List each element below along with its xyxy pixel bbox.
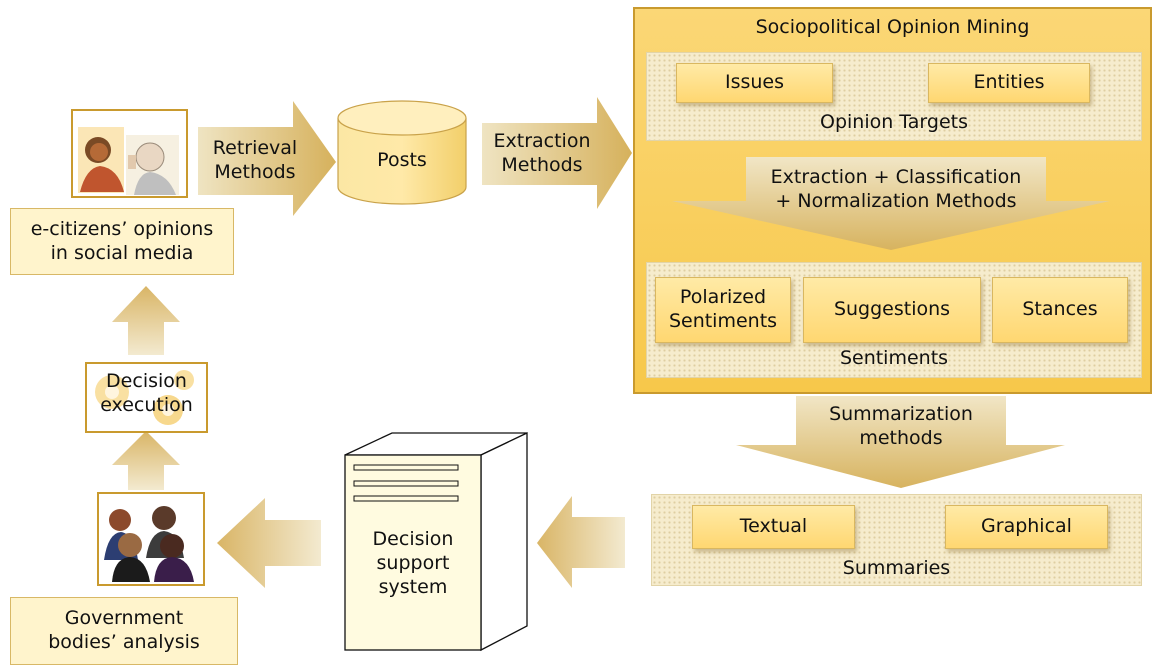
extraction-arrow — [482, 97, 632, 209]
decision-to-citizens-arrow — [112, 286, 180, 355]
citizens-image — [71, 109, 188, 198]
decision-execution-label: Decision execution — [100, 370, 193, 416]
graphical-item: Graphical — [945, 505, 1108, 549]
opinion-mining-title: Sociopolitical Opinion Mining — [755, 16, 1030, 39]
government-to-decision-arrow — [112, 431, 180, 490]
citizens-box — [10, 208, 234, 275]
posts-label: Posts — [377, 149, 427, 172]
summarization-methods-label: Summarization methods — [829, 403, 973, 449]
dss-to-government-arrow — [217, 498, 321, 588]
suggestions-item: Suggestions — [803, 277, 981, 343]
government-image — [97, 492, 205, 586]
summaries-label: Summaries — [842, 557, 951, 580]
server-icon — [344, 431, 528, 652]
summarization-arrow — [736, 396, 1065, 488]
opinion-targets-label: Opinion Targets — [819, 111, 968, 134]
retrieval-methods-label: Retrieval Methods — [212, 137, 298, 183]
sentiments-label: Sentiments — [839, 347, 949, 370]
retrieval-arrow — [198, 101, 336, 216]
textual-item: Textual — [692, 505, 855, 549]
extraction-methods-label: Extraction Methods — [493, 130, 591, 176]
polarized-sentiments-item: Polarized Sentiments — [655, 277, 791, 343]
stances-item: Stances — [992, 277, 1128, 343]
decision-execution-box — [85, 362, 208, 433]
entities-item: Entities — [928, 63, 1090, 103]
issues-item: Issues — [676, 63, 833, 103]
citizens-label: e-citizens’ opinions in social media — [30, 217, 214, 264]
classification-arrow — [672, 157, 1110, 250]
gears-icon — [95, 370, 194, 425]
government-box — [10, 597, 238, 665]
government-label: Government bodies’ analysis — [48, 607, 200, 653]
summaries-to-dss-arrow — [537, 496, 625, 588]
posts-database-icon — [337, 100, 467, 205]
classification-methods-label: Extraction + Classification + Normalizat… — [770, 166, 1022, 212]
decision-support-system-label: Decision support system — [372, 528, 454, 598]
